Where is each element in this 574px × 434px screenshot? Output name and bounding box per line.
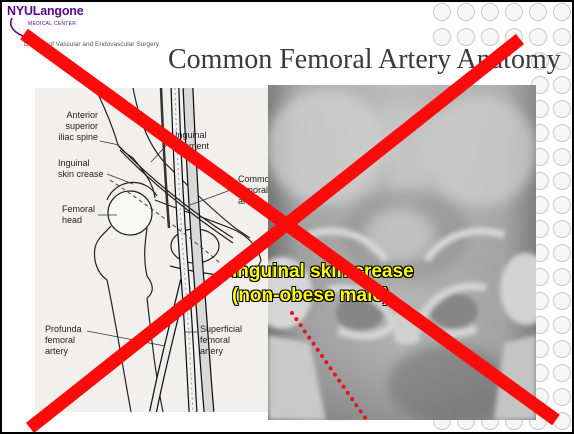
slide: NYULangone MEDICAL CENTER Division of Va… bbox=[0, 0, 574, 434]
red-x-icon bbox=[0, 0, 574, 434]
